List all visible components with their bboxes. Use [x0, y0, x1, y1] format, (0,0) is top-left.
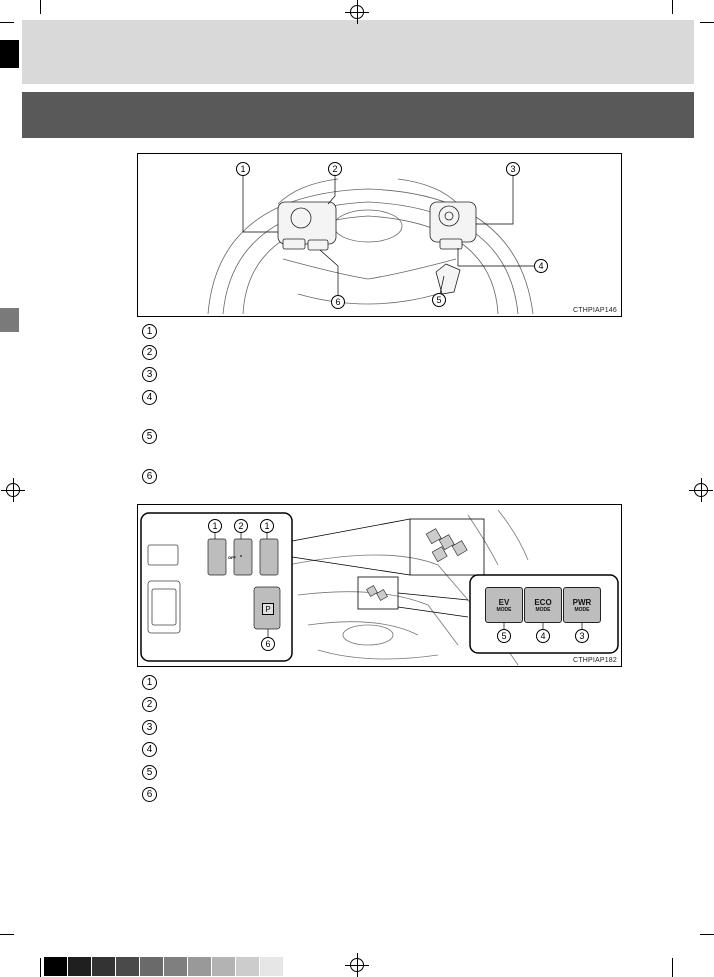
- legend-number: 2: [142, 697, 157, 712]
- color-swatch: [188, 957, 211, 976]
- callout-number: 4: [536, 629, 550, 643]
- legend-number: 5: [142, 765, 157, 780]
- crop-mark: [672, 958, 673, 977]
- callout-number: 1: [208, 519, 222, 533]
- chapter-tab: [0, 40, 19, 68]
- button-label: EV: [498, 597, 510, 607]
- crop-mark: [672, 0, 673, 14]
- steering-wheel-figure: 1 2 3 4 5 6 CTHPIAP146: [137, 153, 622, 317]
- callout-number: 3: [506, 162, 520, 176]
- callout-number: 2: [328, 162, 342, 176]
- legend-number: 5: [142, 429, 157, 444]
- color-swatch: [212, 957, 235, 976]
- header-band-light: [22, 20, 694, 84]
- legend-number: 6: [142, 787, 157, 802]
- figure-code: CTHPIAP146: [572, 307, 617, 314]
- pwr-mode-button: PWR MODE: [563, 587, 601, 623]
- legend-number: 1: [142, 324, 157, 339]
- legend-number: 3: [142, 367, 157, 382]
- crop-mark: [40, 0, 41, 14]
- color-swatch: [140, 957, 163, 976]
- off-label: OFF: [228, 555, 236, 560]
- crop-mark: [700, 934, 714, 935]
- color-swatch: [236, 957, 259, 976]
- button-label: ECO: [534, 597, 552, 607]
- callout-number: 4: [534, 259, 548, 273]
- console-figure: OFF P EV MODE ECO MODE PWR MODE 1 2 1 6 …: [137, 504, 622, 667]
- button-label: PWR: [572, 597, 592, 607]
- crop-mark: [0, 22, 14, 23]
- eco-mode-button: ECO MODE: [524, 587, 562, 623]
- registration-mark-top: [345, 0, 369, 24]
- legend-number: 3: [142, 720, 157, 735]
- legend-number: 1: [142, 675, 157, 690]
- color-swatch: [44, 957, 67, 976]
- legend-number: 6: [142, 469, 157, 484]
- legend-number: 4: [142, 742, 157, 757]
- callout-number: 6: [331, 295, 345, 309]
- registration-mark-right: [689, 478, 713, 502]
- figure-code: CTHPIAP182: [572, 657, 617, 664]
- park-button: P: [262, 603, 274, 615]
- legend-number: 4: [142, 390, 157, 405]
- section-tab: [0, 308, 19, 332]
- crop-mark: [700, 22, 714, 23]
- button-sublabel: MODE: [574, 606, 590, 613]
- callout-number: 3: [575, 629, 589, 643]
- color-swatch: [92, 957, 115, 976]
- callout-number: 6: [261, 637, 275, 651]
- color-swatch: [116, 957, 139, 976]
- callout-number: 5: [497, 629, 511, 643]
- legend-number: 2: [142, 345, 157, 360]
- registration-mark-left: [1, 478, 25, 502]
- button-sublabel: MODE: [535, 606, 551, 613]
- callout-number: 1: [236, 162, 250, 176]
- callout-number: 2: [234, 519, 248, 533]
- color-swatch: [68, 957, 91, 976]
- color-swatch: [164, 957, 187, 976]
- callout-number: 1: [260, 519, 274, 533]
- header-band-dark: [22, 92, 694, 138]
- button-sublabel: MODE: [496, 606, 512, 613]
- ev-mode-button: EV MODE: [485, 587, 523, 623]
- callout-number: 5: [432, 293, 446, 307]
- registration-mark-bottom: [345, 953, 369, 977]
- crop-mark: [40, 958, 41, 977]
- steering-wheel-illustration: [207, 171, 535, 315]
- color-swatch: [260, 957, 283, 976]
- crop-mark: [0, 934, 14, 935]
